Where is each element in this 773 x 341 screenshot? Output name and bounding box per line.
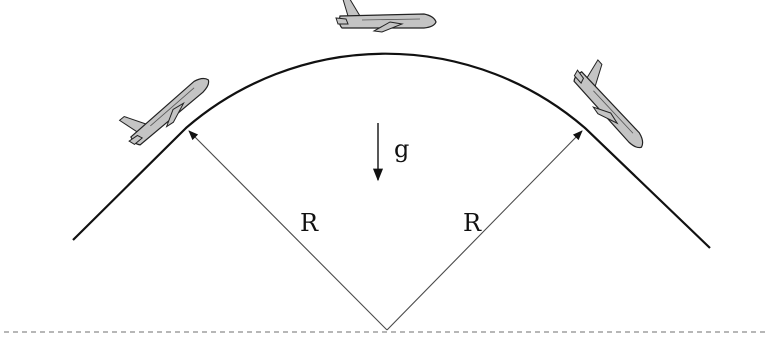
radius-label-right: R [463, 209, 482, 237]
flight-path [72, 52, 711, 249]
gravity-label: g [394, 135, 409, 163]
airplane-icon [335, 0, 437, 33]
radius-vector-right [386, 130, 583, 331]
airplane-icon [566, 54, 662, 155]
radius-label-left: R [300, 209, 319, 237]
airplane-icon [114, 59, 216, 153]
radius-vector-left [188, 130, 388, 331]
